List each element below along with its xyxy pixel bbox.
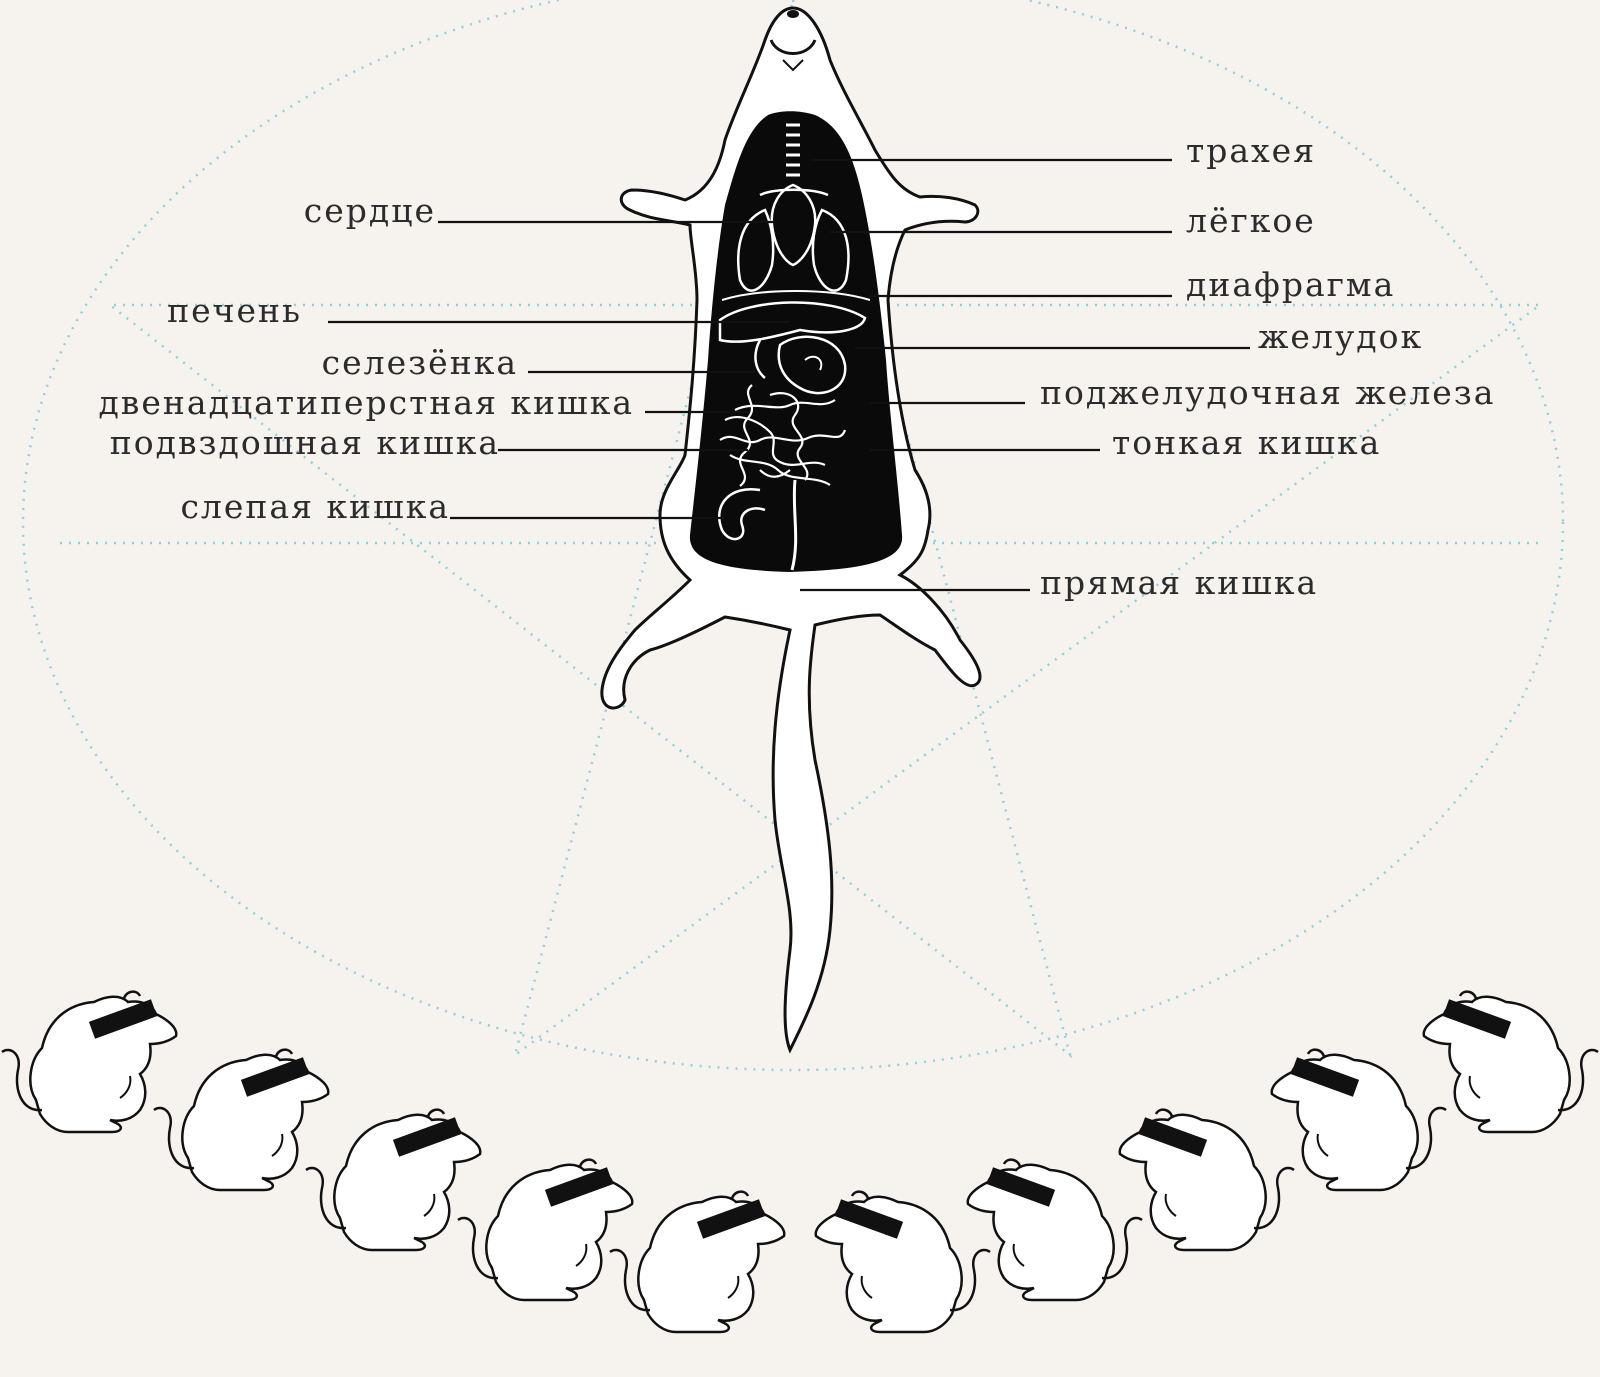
label-heart: сердце: [304, 191, 436, 230]
label-pancreas: поджелудочная железа: [1040, 373, 1495, 412]
blindfolded-mouse-icon: [814, 1190, 992, 1334]
label-trachea: трахея: [1186, 131, 1316, 170]
blindfolded-mouse-icon: [456, 1158, 634, 1302]
label-diaphragm: диафрагма: [1186, 265, 1395, 304]
labels-left: сердце печень селезёнка двенадцатиперстн…: [98, 191, 634, 526]
guide-circle: [21, 0, 1565, 1072]
blindfolded-mouse-icon: [152, 1048, 330, 1192]
blindfolded-mouse-icon: [608, 1190, 786, 1334]
label-cecum: слепая кишка: [180, 487, 450, 526]
label-liver: печень: [167, 291, 302, 330]
mouse-circle: [0, 990, 1600, 1334]
blindfolded-mouse-icon: [1270, 1048, 1448, 1192]
blindfolded-mouse-icon: [1118, 1108, 1296, 1252]
blindfolded-mouse-icon: [304, 1108, 482, 1252]
leader-lines: [328, 158, 1250, 592]
label-stomach: желудок: [1258, 317, 1423, 356]
label-ileum: подвздошная кишка: [110, 423, 500, 462]
dissected-rat-figure: [600, 6, 982, 1054]
label-rectum: прямая кишка: [1040, 563, 1318, 602]
label-lung: лёгкое: [1186, 201, 1316, 240]
label-duodenum: двенадцатиперстная кишка: [98, 383, 634, 422]
blindfolded-mouse-icon: [0, 990, 178, 1134]
labels-right: трахея лёгкое диафрагма желудок поджелуд…: [1040, 131, 1495, 602]
label-small-intestine: тонкая кишка: [1112, 423, 1381, 462]
label-spleen: селезёнка: [322, 343, 518, 382]
blindfolded-mouse-icon: [1422, 990, 1600, 1134]
blindfolded-mouse-icon: [966, 1158, 1144, 1302]
